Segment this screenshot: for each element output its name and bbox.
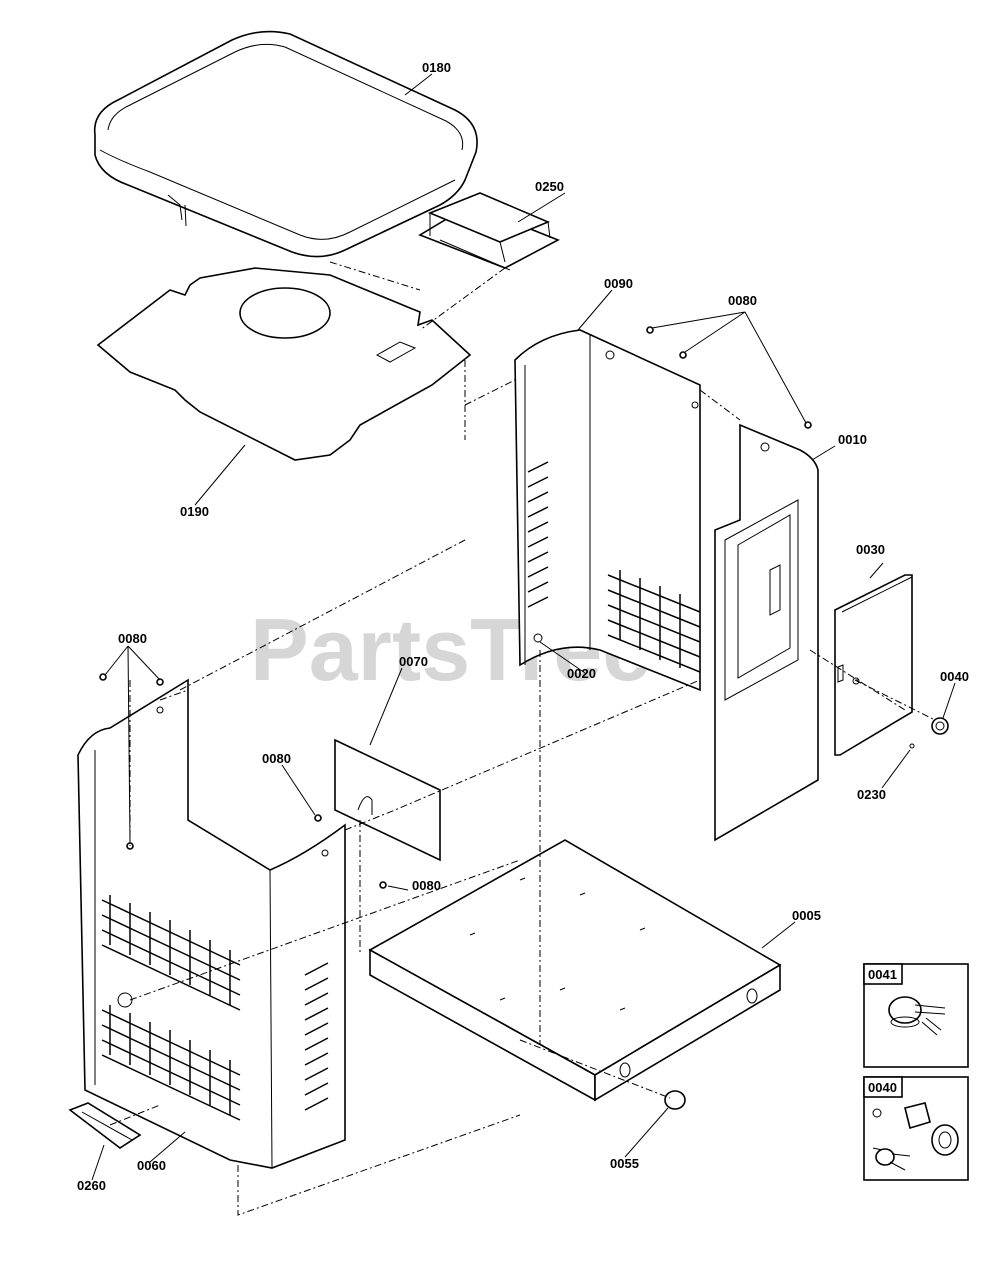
lock-cylinder-icon — [888, 996, 922, 1024]
screws-part-0080 — [99, 326, 812, 889]
door-part-0030[interactable] — [834, 574, 913, 756]
label-0030: 0030 — [856, 542, 885, 557]
key-icon — [875, 1148, 895, 1166]
inset-kit-0040[interactable]: 0040 — [863, 1076, 969, 1181]
left-shell-part-0060[interactable] — [77, 678, 346, 1169]
base-pan-part-0005[interactable] — [368, 839, 782, 1102]
lock-part-0040[interactable] — [931, 717, 949, 735]
label-0260: 0260 — [77, 1178, 106, 1193]
label-0010: 0010 — [838, 432, 867, 447]
label-0070: 0070 — [399, 654, 428, 669]
back-shell-part-0090[interactable] — [514, 329, 701, 692]
cover-panel-part-0070[interactable] — [334, 738, 441, 862]
label-0090: 0090 — [604, 276, 633, 291]
label-0055: 0055 — [610, 1156, 639, 1171]
label-0230: 0230 — [857, 787, 886, 802]
top-cover-part-0180[interactable] — [93, 30, 478, 258]
vent-box-part-0250[interactable] — [418, 192, 560, 271]
baffle-plate-part-0190[interactable] — [96, 267, 472, 461]
label-0080-top: 0080 — [728, 293, 757, 308]
leader-lines — [91, 73, 956, 1181]
lock-housing-icon — [904, 1102, 931, 1130]
label-0040: 0040 — [940, 669, 969, 684]
inset-label-0040: 0040 — [868, 1080, 897, 1095]
label-0180: 0180 — [422, 60, 451, 75]
label-0060: 0060 — [137, 1158, 166, 1173]
front-frame-part-0010[interactable] — [714, 423, 819, 842]
inset-kit-0041[interactable]: 0041 — [863, 963, 969, 1068]
label-0005: 0005 — [792, 908, 821, 923]
label-0080-mid: 0080 — [262, 751, 291, 766]
label-0080-lower: 0080 — [412, 878, 441, 893]
filter-part-0260[interactable] — [68, 1102, 142, 1149]
label-0250: 0250 — [535, 179, 564, 194]
foot-part-0055[interactable] — [664, 1090, 686, 1110]
label-0020: 0020 — [567, 666, 596, 681]
label-0080-left: 0080 — [118, 631, 147, 646]
screw-part-0230[interactable] — [909, 743, 915, 749]
label-0190: 0190 — [180, 504, 209, 519]
inset-label-0041: 0041 — [868, 967, 897, 982]
